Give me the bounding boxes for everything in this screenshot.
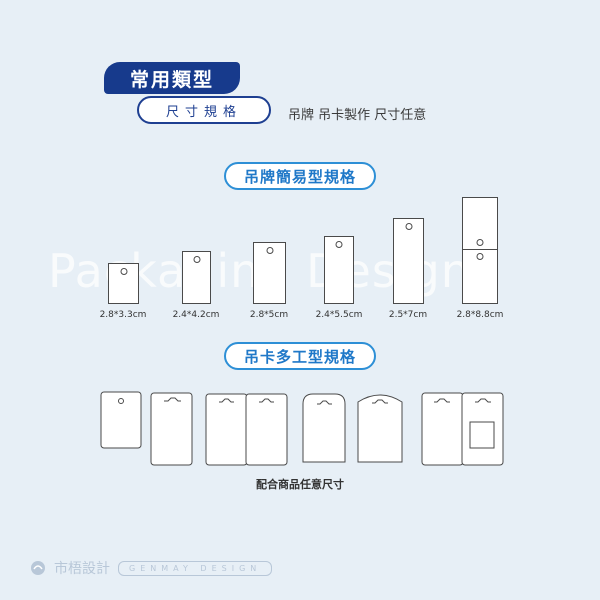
hang-cards-illustration bbox=[100, 391, 504, 466]
page-title: 常用類型 bbox=[104, 62, 240, 94]
tag-2.8x3.3 bbox=[108, 263, 139, 304]
size-label: 2.4*5.5cm bbox=[315, 310, 363, 320]
size-label: 2.8*5cm bbox=[249, 310, 289, 320]
simple-section-title: 吊牌簡易型規格 bbox=[224, 162, 376, 190]
card-window-pair-left bbox=[421, 392, 464, 466]
brand-name: 市梧設計 bbox=[54, 561, 110, 577]
card-euro-slot bbox=[150, 392, 193, 466]
tag-2.8x8.8-bottom bbox=[462, 249, 498, 304]
tag-2.5x7 bbox=[393, 218, 424, 304]
card-header-curved bbox=[357, 394, 403, 463]
card-euro-slot-pair-right bbox=[245, 393, 288, 466]
size-label: 2.8*8.8cm bbox=[456, 310, 504, 320]
tag-2.4x5.5 bbox=[324, 236, 354, 304]
multi-section-title: 吊卡多工型規格 bbox=[224, 342, 376, 370]
tag-2.8x8.8-top bbox=[462, 197, 498, 250]
brand-logo-icon bbox=[31, 561, 45, 575]
tag-2.4x4.2 bbox=[182, 251, 211, 304]
size-label: 2.4*4.2cm bbox=[172, 310, 220, 320]
card-round-hole bbox=[100, 391, 142, 449]
header-note: 吊牌 吊卡製作 尺寸任意 bbox=[288, 108, 427, 123]
brand-tag: GENMAY DESIGN bbox=[118, 560, 273, 576]
brand-footer: 市梧設計 GENMAY DESIGN bbox=[30, 558, 273, 578]
tag-2.8x5 bbox=[253, 242, 286, 304]
size-label: 2.8*3.3cm bbox=[99, 310, 147, 320]
card-window bbox=[469, 421, 495, 449]
card-euro-slot-pair-left bbox=[205, 393, 248, 466]
multi-section-note: 配合商品任意尺寸 bbox=[256, 478, 344, 491]
subtitle-badge: 尺寸規格 bbox=[137, 96, 271, 124]
card-header-rounded bbox=[302, 393, 346, 463]
size-label: 2.5*7cm bbox=[388, 310, 428, 320]
